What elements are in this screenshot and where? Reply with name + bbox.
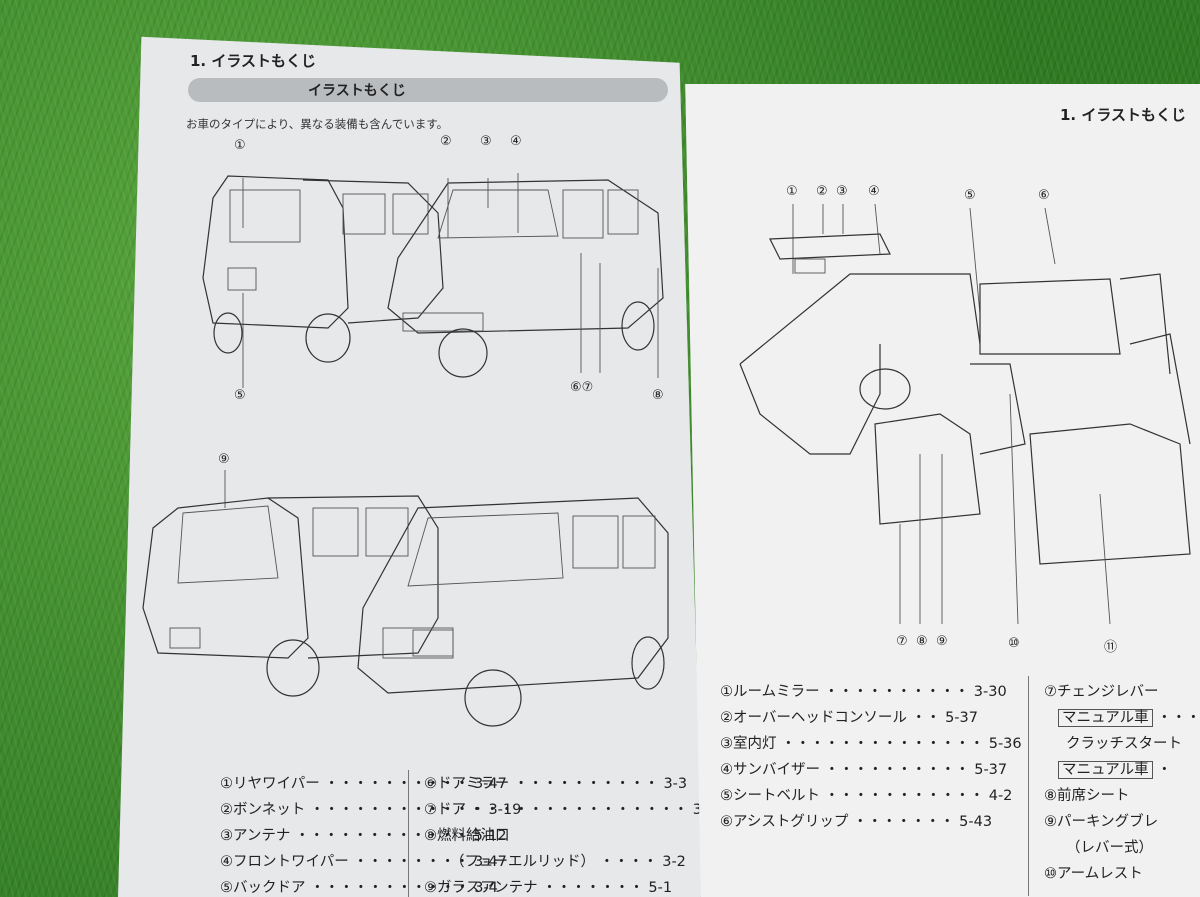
index-right-col1-row-3: ③室内灯 ・・・・・・・・・・・・・・ 5-36	[720, 736, 1022, 752]
index-right-col1-row-2: ②オーバーヘッドコンソール ・・ 5-37	[720, 710, 978, 726]
callout-2: ②	[440, 134, 452, 149]
index-left-col1-row-2: ②ボンネット ・・・・・・・・・・・・ 3-19	[220, 802, 522, 818]
note-text: お車のタイプにより、異なる装備も含んでいます。	[186, 117, 449, 131]
index-right-col2-row-7: （レバー式）	[1066, 840, 1153, 856]
left-chapter-heading: 1. イラストもくじ	[190, 52, 317, 70]
index-right-col1-row-6: ⑥アシストグリップ ・・・・・・・ 5-43	[720, 814, 993, 830]
r-callout-3: ③	[836, 184, 848, 199]
r-callout-9: ⑨	[936, 634, 948, 649]
r-callout-11: ⑪	[1104, 640, 1118, 655]
index-right-col2-row-2: マニュアル車 ・・・	[1058, 706, 1200, 727]
section-title-bar: イラストもくじ	[188, 78, 668, 102]
callout-5: ⑤	[234, 388, 246, 403]
index-left-col1-row-5: ⑤バックドア ・・・・・・・・・・・ 3-4	[220, 880, 498, 896]
index-right-col2-row-8: ⑩アームレスト	[1044, 866, 1143, 882]
index-divider	[408, 770, 409, 897]
index-right-col2-row-5: ⑧前席シート	[1044, 788, 1130, 804]
interior-illustration	[739, 203, 1191, 625]
index-right-col2-row-1: ⑦チェンジレバー	[1044, 684, 1159, 700]
index-left-col1-row-3: ③アンテナ ・・・・・・・・・・・・ 5-12	[220, 828, 507, 844]
index-left-col2-row-1: ⑥ドアミラー ・・・・・・・・・・ 3-3	[424, 776, 688, 792]
callout-6-7: ⑥⑦	[570, 380, 594, 395]
index-right-col1-row-1: ①ルームミラー ・・・・・・・・・・ 3-30	[720, 684, 1007, 700]
index-right-col2-row-3: クラッチスタート	[1066, 736, 1182, 752]
index-left-col1-row-4: ④フロントワイパー ・・・・・・・・ 3-47	[220, 854, 507, 870]
r-callout-7: ⑦	[896, 634, 908, 649]
callout-8: ⑧	[652, 388, 664, 403]
index-right-col1-row-4: ④サンバイザー ・・・・・・・・・・ 5-37	[720, 762, 1008, 778]
r-callout-8: ⑧	[916, 634, 928, 649]
r-callout-2: ②	[816, 184, 828, 199]
index-right-col1-row-5: ⑤シートベルト ・・・・・・・・・・・ 4-2	[720, 788, 1013, 804]
car-illustration-top	[202, 173, 664, 388]
section-title: イラストもくじ	[308, 83, 406, 99]
callout-9: ⑨	[218, 452, 230, 467]
r-callout-5: ⑤	[964, 188, 976, 203]
left-page: 1. イラストもくじ イラストもくじ お車のタイプにより、異なる装備も含んでいま…	[118, 36, 703, 897]
right-chapter-heading: 1. イラストもくじ	[1060, 106, 1187, 124]
r-callout-4: ④	[868, 184, 880, 199]
car-illustration-bottom	[142, 470, 669, 727]
index-left-col2-row-5: ⑨ガラスアンテナ ・・・・・・・ 5-1	[424, 880, 673, 896]
index-left-col1-row-1: ①リヤワイパー ・・・・・・・・・・ 3-47	[220, 776, 507, 792]
r-callout-1: ①	[786, 184, 798, 199]
right-page: 1. イラストもくじ ① ② ③ ④ ⑤ ⑥ ⑦ ⑧ ⑨ ⑩ ⑪ ①ルームミラー…	[685, 84, 1200, 897]
callout-4: ④	[510, 134, 522, 149]
index-right-col2-row-6: ⑨パーキングブレ	[1044, 814, 1159, 830]
index-left-col2-row-2: ⑦ドア ・・・・・・・・・・・・・・・ 3-	[424, 802, 703, 818]
r-callout-10: ⑩	[1008, 636, 1020, 651]
r-callout-6: ⑥	[1038, 188, 1050, 203]
callout-1: ①	[234, 138, 246, 153]
index-right-col2-row-4: マニュアル車 ・	[1058, 758, 1172, 779]
index-left-col2-row-3: ⑧燃料給油口	[424, 828, 510, 844]
right-index-divider	[1028, 676, 1029, 896]
index-left-col2-row-4: （フューエルリッド） ・・・・ 3-2	[450, 854, 686, 870]
callout-3: ③	[480, 134, 492, 149]
